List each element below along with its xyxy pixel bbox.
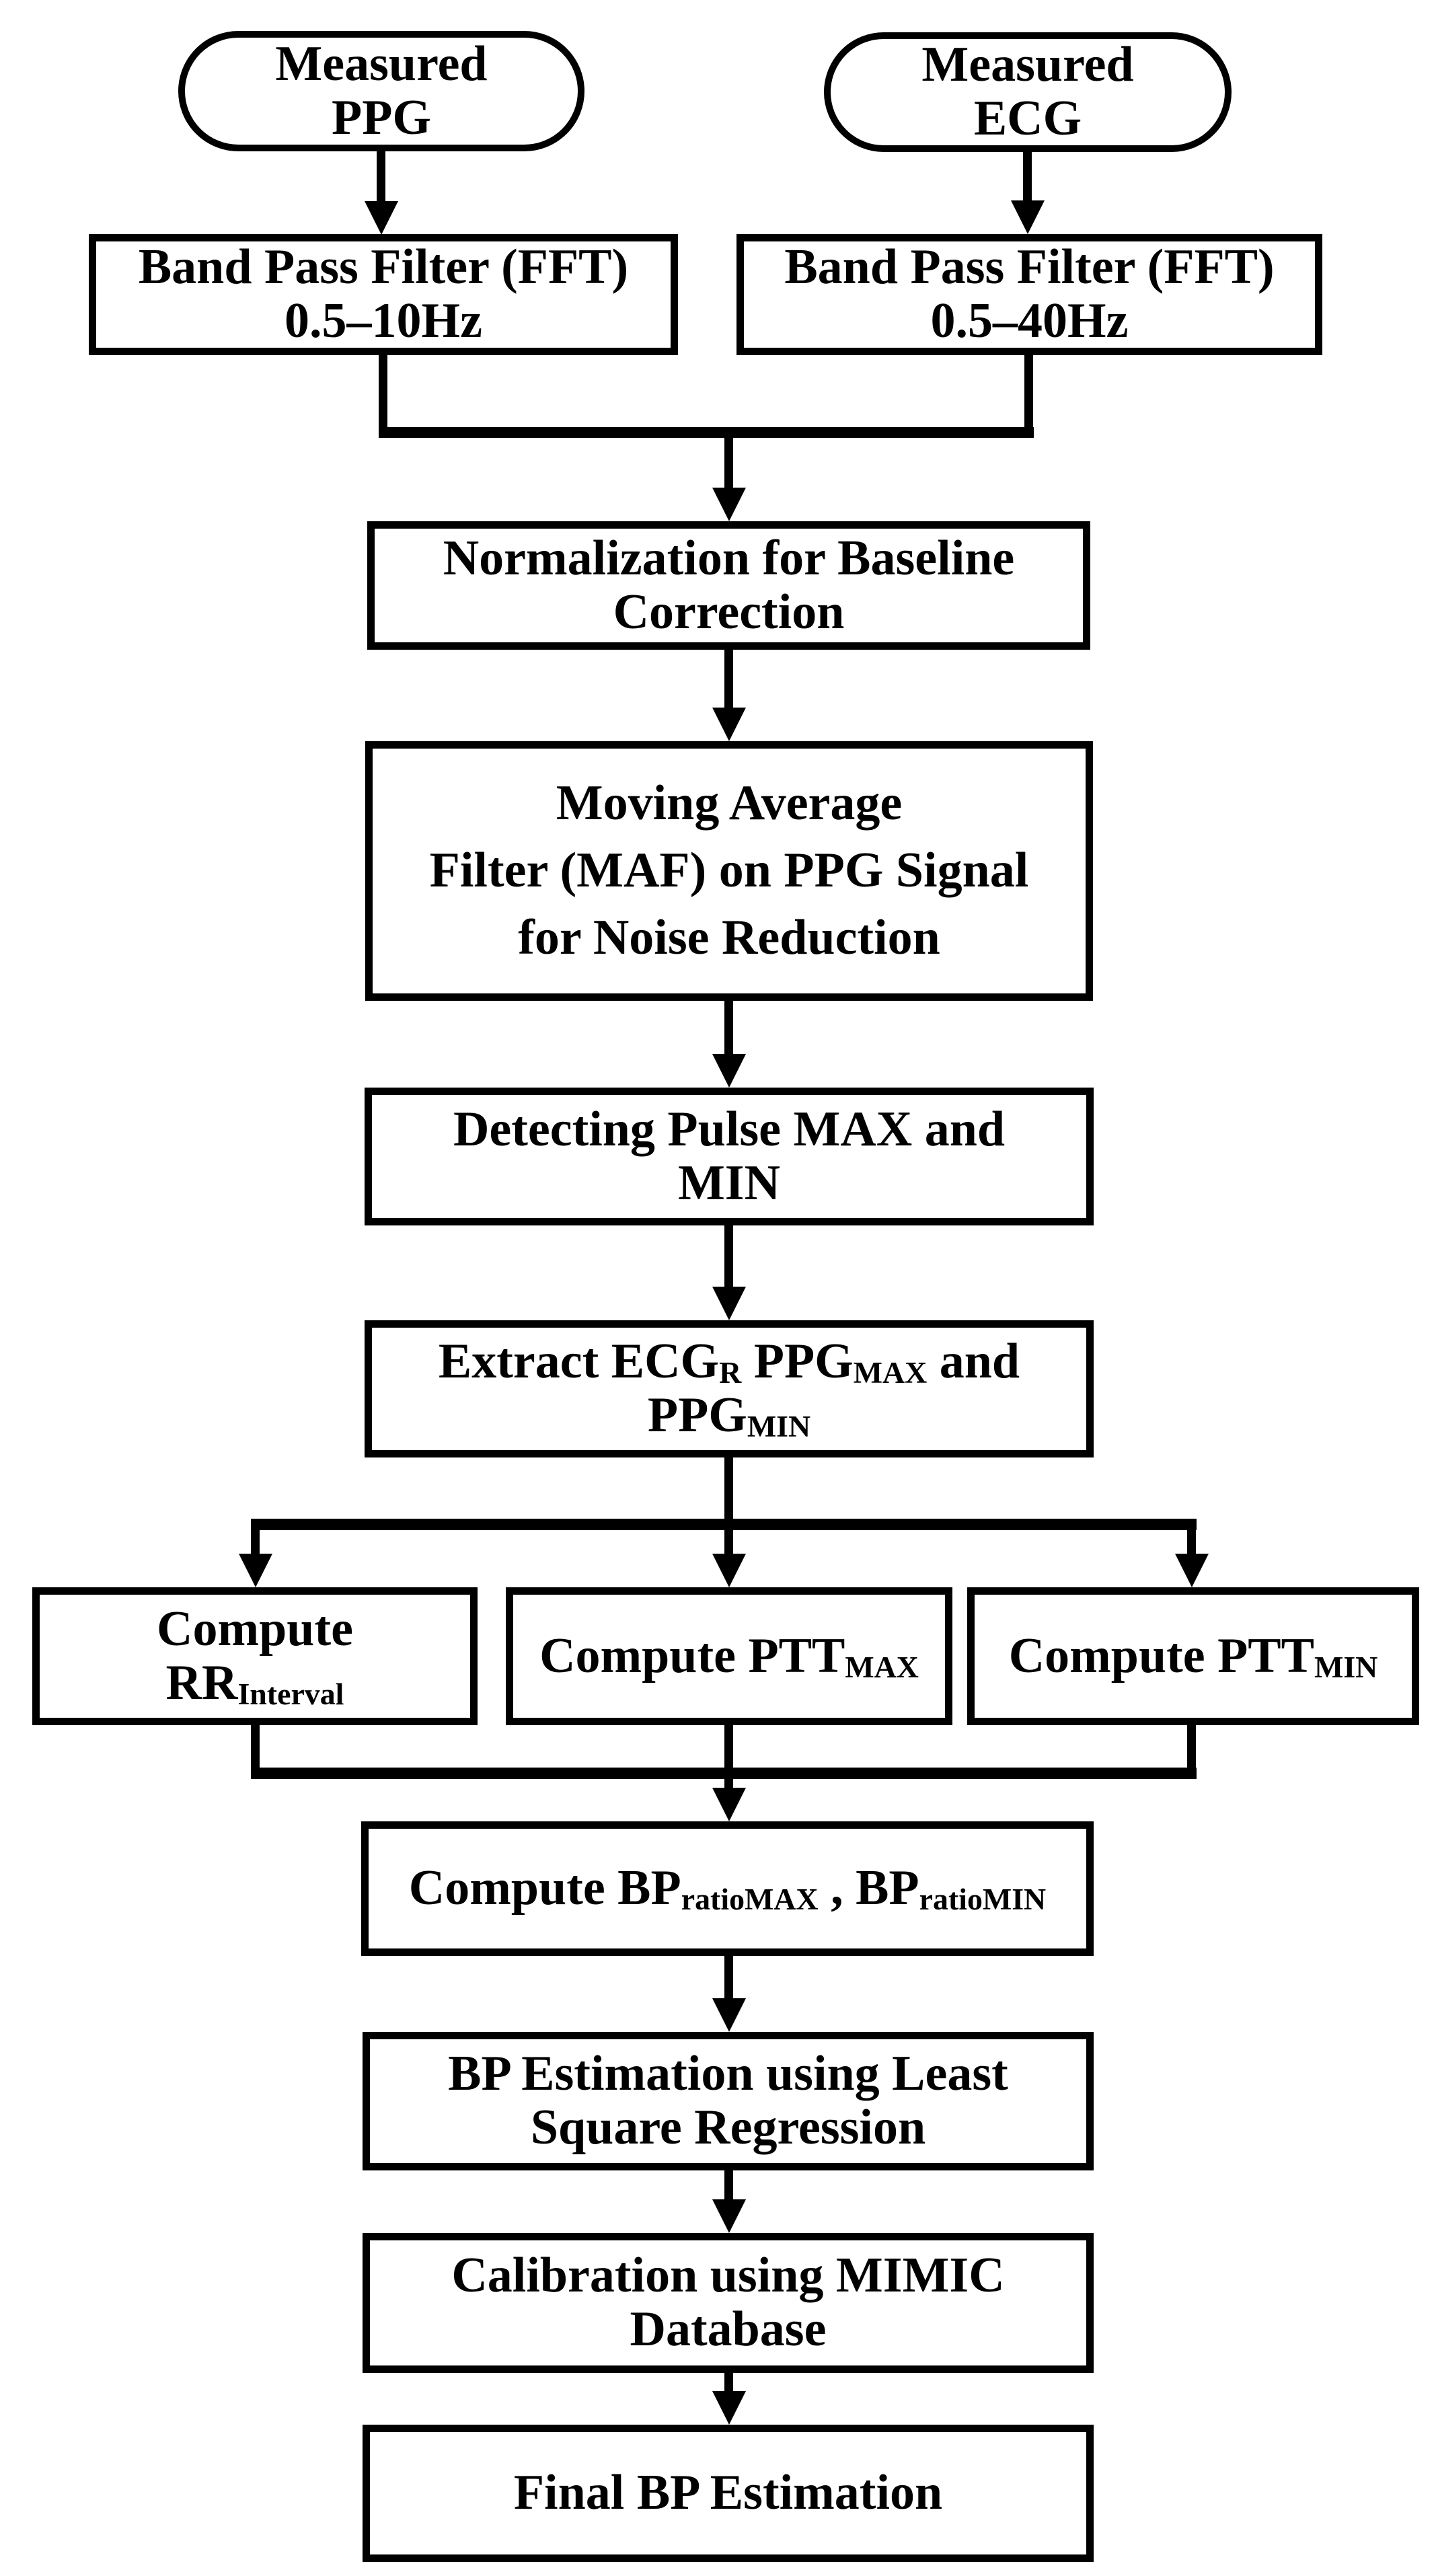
connector-merge-right [1187, 1725, 1196, 1779]
node-compute-ptt-min: Compute PTTMIN [967, 1587, 1419, 1725]
node-final-bp-estimation-label: Final BP Estimation [513, 2465, 943, 2521]
arrowhead-to-detecting [712, 1054, 746, 1088]
connector-bpf-ecg-down [1024, 355, 1033, 438]
arrowhead-to-final-bp [712, 2391, 746, 2425]
node-compute-ptt-max-label: Compute PTTMAX [539, 1628, 919, 1684]
connector-bpf-ppg-down [379, 355, 387, 438]
node-compute-bp-ratio-label: Compute BPratioMAX , BPratioMIN [408, 1860, 1047, 1917]
connector-extract-down [724, 1457, 733, 1530]
connector-branch-right [1187, 1530, 1196, 1556]
connector-merge-middle [724, 1725, 733, 1779]
connector-to-extract [724, 1225, 733, 1289]
arrowhead-to-compute-ptt-max [712, 1554, 746, 1587]
node-bandpass-filter-ppg-label: Band Pass Filter (FFT)0.5–10Hz [138, 239, 629, 348]
node-compute-ptt-min-label: Compute PTTMIN [1008, 1628, 1378, 1684]
connector-to-normalization [724, 438, 733, 490]
connector-merge-bar-filters [379, 427, 1034, 438]
connector-merge-left [251, 1725, 260, 1779]
connector-to-maf [724, 650, 733, 710]
arrowhead-to-normalization [712, 488, 746, 521]
arrowhead-to-extract [712, 1287, 746, 1320]
arrowhead-to-calibration [712, 2199, 746, 2233]
arrowhead-ecg-to-bpf [1011, 200, 1045, 234]
node-bandpass-filter-ecg: Band Pass Filter (FFT)0.5–40Hz [736, 234, 1322, 355]
connector-merge-bar-computes [251, 1768, 1197, 1779]
node-bandpass-filter-ppg: Band Pass Filter (FFT)0.5–10Hz [89, 234, 678, 355]
arrowhead-ppg-to-bpf [365, 201, 398, 235]
connector-to-final-bp [724, 2373, 733, 2394]
connector-to-detecting [724, 1001, 733, 1057]
connector-branch-left [251, 1530, 260, 1556]
arrowhead-to-maf [712, 708, 746, 741]
connector-to-bp-estimation [724, 1956, 733, 2001]
arrowhead-to-compute-ptt-min [1175, 1554, 1209, 1587]
node-final-bp-estimation: Final BP Estimation [363, 2425, 1094, 2562]
connector-branch-bar [251, 1519, 1197, 1530]
arrowhead-to-bp-estimation [712, 1998, 746, 2032]
connector-to-compute-bp [724, 1779, 733, 1790]
arrowhead-to-compute-bp [712, 1788, 746, 1821]
arrowhead-to-compute-rr [239, 1554, 272, 1587]
node-compute-bp-ratio: Compute BPratioMAX , BPratioMIN [361, 1821, 1094, 1956]
connector-branch-middle [724, 1530, 733, 1556]
node-compute-ptt-max: Compute PTTMAX [506, 1587, 952, 1725]
connector-ppg-to-bpf [377, 150, 385, 204]
connector-to-calibration [724, 2170, 733, 2202]
node-bandpass-filter-ecg-label: Band Pass Filter (FFT)0.5–40Hz [784, 239, 1275, 348]
connector-ecg-to-bpf [1023, 152, 1032, 203]
